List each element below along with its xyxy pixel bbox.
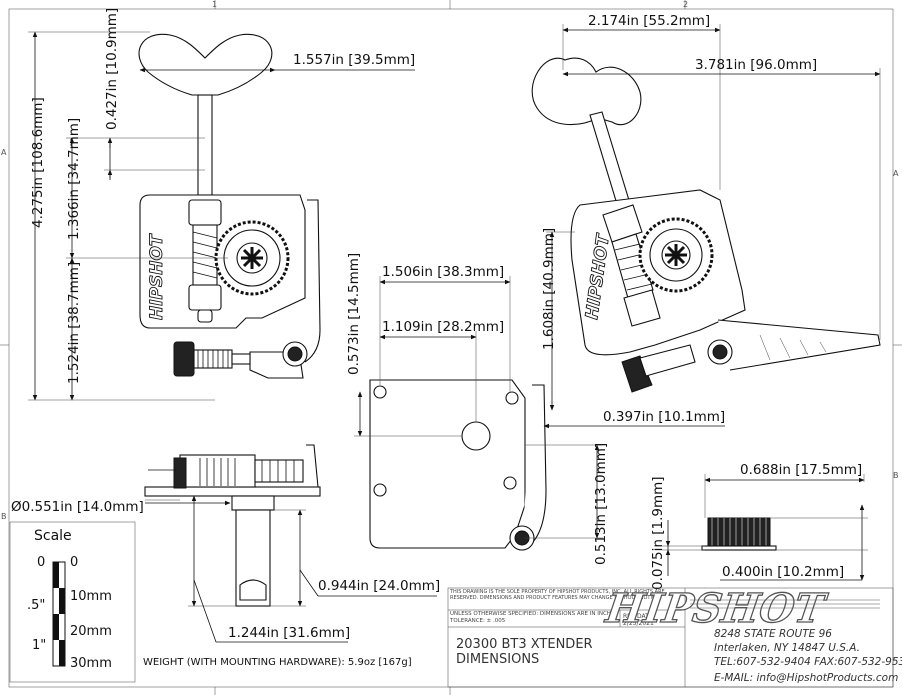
company-email: E-MAIL: info@HipshotProducts.com	[714, 672, 898, 684]
scale-left-half: .5"	[27, 598, 45, 613]
dim-plate-top-offset: 0.573in [14.5mm]	[346, 253, 362, 375]
post-hole	[461, 421, 491, 451]
plate-view: 1.506in [38.3mm] 1.109in [28.2mm] 0.573i…	[346, 253, 725, 565]
scale-right-10: 10mm	[70, 589, 112, 604]
dim-post-total: 1.244in [31.6mm]	[228, 625, 350, 641]
dim-side-width-post: 2.174in [55.2mm]	[588, 13, 710, 29]
row-marker-b-right: B	[893, 471, 899, 480]
scale-left-0: 0	[37, 555, 45, 570]
plate-hole-1	[373, 385, 387, 399]
company-phone: TEL:607-532-9404 FAX:607-532-9530	[714, 656, 902, 668]
company-address-1: 8248 STATE ROUTE 96	[714, 628, 832, 640]
profile-view: Ø0.551in [14.0mm] 0.944in [24.0mm] 1.244…	[11, 444, 440, 643]
plate-lever	[521, 384, 547, 551]
title-block-notice: THIS DRAWING IS THE SOLE PROPERTY OF HIP…	[450, 589, 665, 601]
angled-view: HIPSHOT 2.174in [55.2mm] 3.781in [96.0mm…	[531, 13, 881, 411]
drawing-title-line-1: 20300 BT3 XTENDER	[456, 637, 593, 652]
dim-post-to-knob: 1.366in [34.7mm]	[66, 118, 82, 240]
dim-post-diameter: Ø0.551in [14.0mm]	[11, 499, 144, 515]
column-marker-1: 1	[212, 0, 217, 9]
worm-bushing-bottom	[188, 284, 222, 311]
title-block-tolerance: UNLESS OTHERWISE SPECIFIED: DIMENSIONS A…	[450, 611, 618, 624]
plate-hole-2	[505, 391, 519, 405]
tuner-key-front	[138, 33, 273, 96]
tuner-key-angled	[531, 57, 642, 126]
title-block: THIS DRAWING IS THE SOLE PROPERTY OF HIP…	[447, 585, 902, 688]
scale-box: Scale 0 .5" 1" 0 10mm 20mm 30mm	[9, 521, 136, 683]
adjust-knob-front	[173, 341, 195, 377]
mounting-plate	[369, 379, 526, 549]
rev-date-label: REV DATE:	[623, 613, 655, 620]
bushing-washer	[701, 545, 777, 551]
row-marker-b-left: B	[1, 512, 7, 521]
dim-overall-height: 4.275in [108.6mm]	[30, 97, 46, 228]
company-logo: HIPSHOT	[602, 585, 830, 632]
housing-logo-front: HIPSHOT	[147, 233, 167, 320]
profile-bushing	[231, 495, 275, 511]
tuner-shaft-angled	[589, 111, 633, 215]
dim-knob-height: 0.427in [10.9mm]	[104, 8, 120, 130]
plate-hole-4	[503, 476, 517, 490]
scale-left-1: 1"	[32, 638, 46, 653]
column-marker-2: 2	[683, 0, 688, 9]
scale-right-0: 0	[70, 555, 78, 570]
xtender-lever-front	[304, 199, 321, 363]
dim-plate-hole-height: 0.513in [13.0mm]	[593, 443, 609, 565]
dim-plate-width: 1.506in [38.3mm]	[382, 264, 504, 280]
profile-spring	[254, 459, 304, 483]
dim-angled-height: 1.608in [40.9mm]	[541, 228, 557, 350]
tuner-shaft-front	[197, 94, 213, 196]
row-marker-a-left: A	[1, 148, 7, 157]
company-address-2: Interlaken, NY 14847 U.S.A.	[714, 642, 860, 654]
scale-right-20: 20mm	[70, 624, 112, 639]
dim-plate-hole-offset: 1.109in [28.2mm]	[382, 319, 504, 335]
front-view: HIPSHOT 4.275in [108.6mm] 1.524in [38.7m…	[28, 8, 415, 401]
bushing-view: 0.688in [17.5mm] 0.075in [1.9mm] 0.400in…	[650, 462, 868, 590]
row-marker-a-right: A	[893, 169, 899, 178]
rev-date-value: 2/25/2021	[623, 620, 654, 627]
profile-base-plate	[144, 486, 321, 497]
scale-right-30: 30mm	[70, 656, 112, 671]
worm-gear-angled	[611, 233, 654, 299]
plate-hole-3	[373, 483, 387, 497]
dim-washer-diameter: 0.688in [17.5mm]	[740, 462, 862, 478]
xtender-lever-angled	[717, 319, 881, 371]
scale-title: Scale	[34, 528, 72, 544]
dim-post-length: 0.944in [24.0mm]	[318, 578, 440, 594]
adjust-knob-angled	[621, 355, 653, 393]
adjust-spring-angled	[639, 344, 696, 377]
dim-side-width-overall: 3.781in [96.0mm]	[695, 57, 817, 73]
profile-housing	[179, 454, 256, 488]
bushing-nut	[707, 517, 771, 547]
worm-bushing-top	[188, 199, 222, 226]
dim-post-to-bottom: 1.524in [38.7mm]	[66, 262, 82, 384]
weight-note: WEIGHT (WITH MOUNTING HARDWARE): 5.9oz […	[143, 657, 412, 668]
drawing-title-line-2: DIMENSIONS	[456, 652, 539, 667]
dim-washer-height: 0.075in [1.9mm]	[650, 476, 666, 590]
dim-bushing-height: 0.400in [10.2mm]	[722, 564, 844, 580]
dim-lever-offset: 0.397in [10.1mm]	[603, 409, 725, 425]
dim-knob-width: 1.557in [39.5mm]	[293, 52, 415, 68]
